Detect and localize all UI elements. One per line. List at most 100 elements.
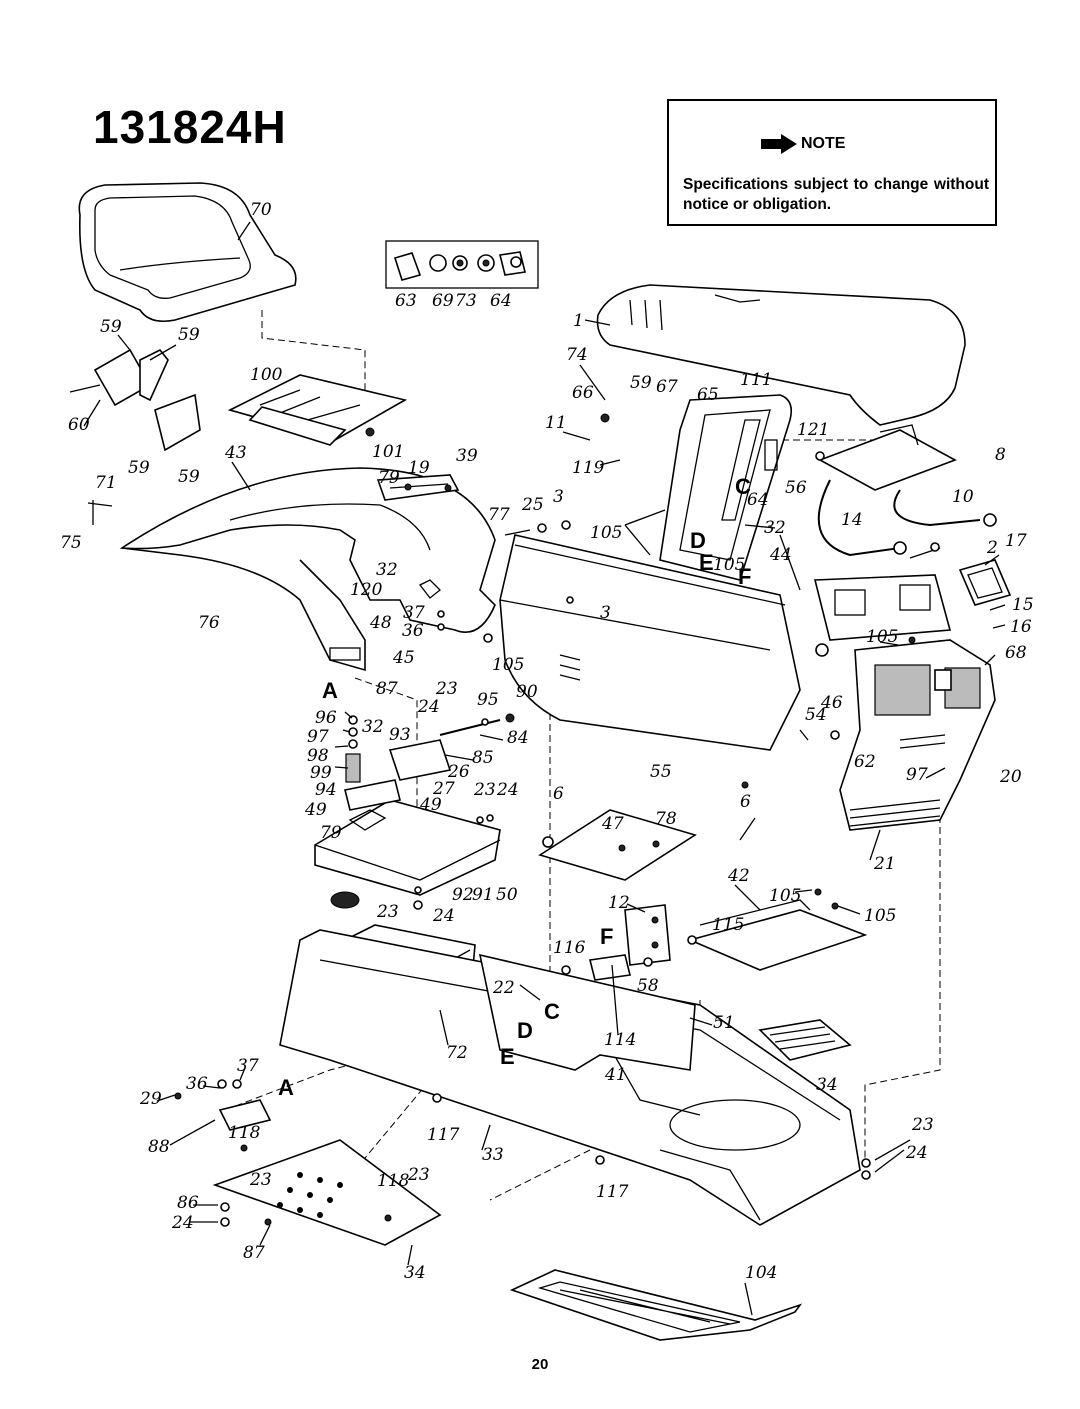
connection-letter-E: E — [699, 550, 714, 575]
part-label: 12 — [608, 893, 630, 913]
part-label: 17 — [1005, 531, 1027, 551]
part-label: 87 — [376, 679, 398, 699]
connection-letter-A: A — [322, 678, 338, 703]
part-label: 65 — [697, 385, 719, 405]
part-label: 6 — [740, 792, 751, 812]
part-label: 105 — [769, 886, 801, 906]
part-label: 51 — [713, 1013, 735, 1033]
part-label: 73 — [455, 291, 477, 311]
part-label: 23 — [376, 902, 399, 922]
dashboard — [499, 534, 801, 751]
part-label: 70 — [250, 200, 272, 220]
seat-pan — [314, 799, 501, 896]
part-label: 75 — [60, 533, 82, 553]
part-label: 39 — [456, 446, 478, 466]
part-label: 72 — [446, 1043, 468, 1063]
seat-adjust-hardware — [344, 715, 501, 811]
part-label: 115 — [712, 915, 744, 935]
part-label: 98 — [307, 746, 329, 766]
part-label: 27 — [432, 779, 455, 799]
page-number: 20 — [531, 1356, 549, 1373]
part-label: 23 — [435, 679, 458, 699]
part-label: 97 — [307, 727, 329, 747]
part-label: 114 — [604, 1030, 636, 1050]
part-label: 66 — [572, 383, 594, 403]
part-label: 24 — [496, 780, 519, 800]
part-label: 41 — [604, 1065, 627, 1085]
connection-letter-D: D — [690, 528, 706, 553]
part-label: 87 — [243, 1243, 265, 1263]
part-label: 71 — [95, 473, 117, 493]
part-label: 59 — [100, 317, 122, 337]
part-label: 94 — [315, 780, 337, 800]
part-label: 63 — [395, 291, 417, 311]
part-label: 79 — [320, 823, 342, 843]
connection-letter-F: F — [600, 924, 613, 949]
part-label: 76 — [198, 613, 220, 633]
part-callouts: 70 63 69 73 64 1 59 59 60 59 59 100 101 … — [60, 200, 1034, 1283]
part-label: 10 — [952, 487, 974, 507]
fasteners — [174, 413, 940, 1227]
part-label: 19 — [408, 458, 430, 478]
part-label: 34 — [816, 1075, 838, 1095]
leader-lines — [83, 221, 1006, 1316]
part-label: 67 — [656, 377, 678, 397]
part-label: 121 — [797, 420, 829, 440]
part-label: 49 — [304, 800, 327, 820]
part-label: 69 — [432, 291, 454, 311]
part-label: 16 — [1010, 617, 1032, 637]
dash-panel — [659, 394, 793, 581]
part-label: 29 — [139, 1089, 162, 1109]
part-label: 86 — [177, 1193, 199, 1213]
note-box: NOTE Specifications subject to change wi… — [667, 99, 997, 226]
seat-latch — [69, 348, 201, 452]
part-label: 24 — [417, 697, 440, 717]
part-label: 91 — [472, 885, 494, 905]
part-label: 105 — [866, 627, 898, 647]
part-label: 88 — [148, 1137, 170, 1157]
connection-letter-C: C — [544, 999, 560, 1024]
frame — [279, 929, 861, 1226]
note-text: Specifications subject to change without… — [683, 176, 989, 213]
part-label: 14 — [841, 510, 863, 530]
part-label: 8 — [995, 445, 1006, 465]
part-label: 43 — [224, 443, 247, 463]
part-label: 77 — [488, 505, 510, 525]
pedal-pad-right — [758, 1019, 852, 1061]
part-label: 50 — [496, 885, 518, 905]
part-label: 1 — [573, 311, 584, 331]
part-label: 36 — [402, 621, 424, 641]
part-label: 105 — [713, 555, 745, 575]
key-switch-group — [385, 240, 539, 289]
part-label: 25 — [521, 495, 544, 515]
part-label: 59 — [178, 325, 200, 345]
part-label: 2 — [986, 538, 998, 558]
steering-bracket — [817, 424, 997, 557]
part-label: 78 — [655, 809, 677, 829]
part-label: 92 — [452, 885, 474, 905]
part-label: 120 — [350, 580, 383, 600]
part-label: 23 — [473, 780, 496, 800]
part-label: 79 — [378, 468, 400, 488]
hood — [596, 284, 966, 426]
part-label: 97 — [906, 765, 928, 785]
part-label: 118 — [228, 1123, 261, 1143]
part-label: 24 — [432, 906, 455, 926]
step-plate — [212, 1099, 442, 1246]
part-label: 22 — [492, 978, 515, 998]
part-label: 32 — [362, 717, 384, 737]
part-label: 118 — [377, 1171, 410, 1191]
part-label: 116 — [553, 938, 586, 958]
part-label: 21 — [873, 854, 896, 874]
connection-letter-E: E — [500, 1044, 515, 1069]
part-label: 111 — [740, 370, 772, 390]
part-label: 48 — [369, 613, 392, 633]
part-label: 44 — [769, 545, 792, 565]
note-heading: NOTE — [761, 134, 845, 154]
part-label: 47 — [601, 814, 624, 834]
part-label: 42 — [727, 866, 750, 886]
note-label: NOTE — [801, 135, 846, 152]
part-label: 32 — [376, 560, 398, 580]
